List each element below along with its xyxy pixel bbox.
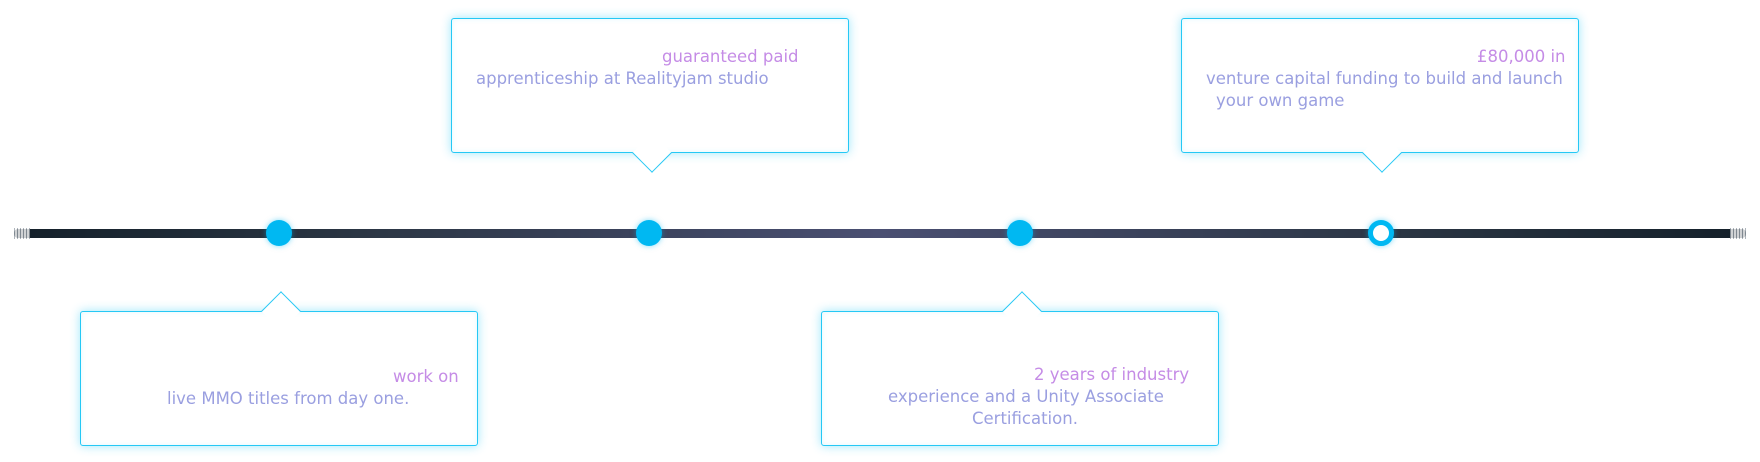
timeline-node-1[interactable] <box>266 220 292 246</box>
callout-mmo: work on live MMO titles from day one. <box>80 291 478 446</box>
callout-text: 2 years of industry experience and a Uni… <box>846 364 1189 430</box>
callout-text: guaranteed paid apprenticeship at Realit… <box>476 46 799 90</box>
callout-line: live MMO titles from day one. <box>105 388 459 410</box>
highlight-text: 2 years of industry <box>1034 365 1190 384</box>
callout-line: venture capital funding to build and lau… <box>1206 68 1566 90</box>
callout-line: £80,000 in <box>1206 46 1566 68</box>
callout-pointer <box>1362 133 1402 173</box>
callout-line: work on <box>105 366 459 388</box>
callout-apprenticeship: guaranteed paid apprenticeship at Realit… <box>451 18 849 173</box>
callout-text: work on live MMO titles from day one. <box>105 366 459 410</box>
callout-line: 2 years of industry <box>846 364 1189 386</box>
callout-funding: £80,000 in venture capital funding to bu… <box>1181 18 1579 173</box>
callout-pointer <box>1002 291 1042 331</box>
callout-line: guaranteed paid <box>476 46 799 68</box>
timeline-node-2[interactable] <box>636 220 662 246</box>
callout-line: Certification. <box>846 408 1189 430</box>
body-text: venture capital funding to build and lau… <box>1206 69 1563 88</box>
timeline-node-3[interactable] <box>1007 220 1033 246</box>
body-text: your own game <box>1216 91 1345 110</box>
body-text: live MMO titles from day one. <box>167 389 410 408</box>
timeline-track <box>14 229 1746 238</box>
timeline-track-fade-left <box>14 228 30 239</box>
callout-experience: 2 years of industry experience and a Uni… <box>821 291 1219 446</box>
body-text: Certification. <box>972 409 1078 428</box>
body-text: apprenticeship at Realityjam studio <box>476 69 769 88</box>
callout-pointer <box>632 133 672 173</box>
callout-pointer <box>261 291 301 331</box>
timeline-track-fade-right <box>1730 228 1746 239</box>
callout-line: apprenticeship at Realityjam studio <box>476 68 799 90</box>
callout-line: your own game <box>1206 90 1566 112</box>
timeline-node-4-current[interactable] <box>1368 220 1394 246</box>
highlight-text: guaranteed paid <box>662 47 799 66</box>
body-text: experience and a Unity Associate <box>888 387 1164 406</box>
callout-line: experience and a Unity Associate <box>846 386 1189 408</box>
highlight-text: £80,000 in <box>1477 47 1566 66</box>
callout-text: £80,000 in venture capital funding to bu… <box>1206 46 1566 112</box>
highlight-text: work on <box>393 367 459 386</box>
